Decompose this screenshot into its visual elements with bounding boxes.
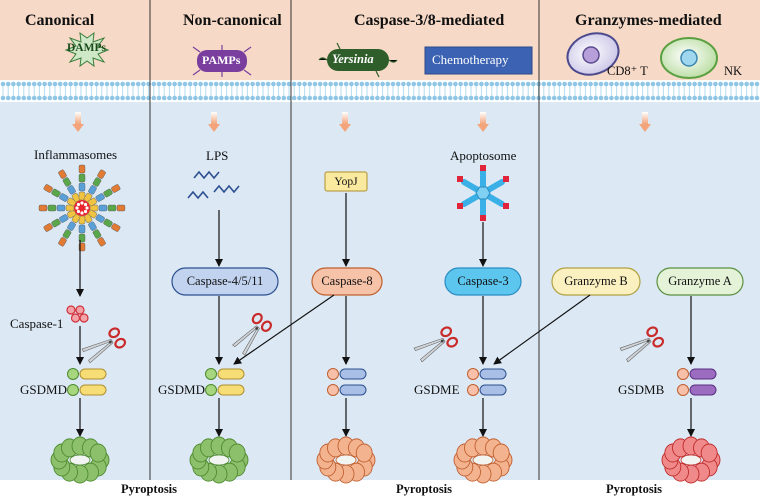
- pyroptotic-pore-icon: [189, 436, 249, 484]
- nk-label: NK: [724, 64, 743, 78]
- caspase-8-label: Caspase-8: [321, 274, 373, 288]
- pyroptosis-label-2: Pyroptosis: [396, 482, 453, 496]
- pyroptotic-pore-icon: [316, 436, 376, 484]
- pamps-shape-icon: [197, 50, 247, 72]
- gsdmd-label-noncanonical: GSDMD: [158, 382, 205, 397]
- granzyme-a-box: [656, 267, 744, 296]
- apoptosome-label: Apoptosome: [450, 148, 517, 163]
- header-canonical: Canonical: [25, 12, 95, 29]
- damps-label: DAMPs: [67, 42, 106, 54]
- entry-arrows: [72, 112, 651, 132]
- gasdermin-pair-icon: [205, 368, 245, 396]
- scissors-icon: [81, 327, 127, 364]
- chemotherapy-box: [424, 46, 533, 75]
- caspase-4511-box: [171, 267, 279, 296]
- scissors-icon: [413, 326, 459, 363]
- gasdermin-pair-icon: [67, 368, 107, 396]
- intracellular-region: [0, 102, 760, 500]
- pamps-label: PAMPs: [202, 53, 241, 67]
- gasdermin-pair-icon: [327, 368, 367, 396]
- pyroptosis-label-3: Pyroptosis: [606, 482, 663, 496]
- yopj-label: YopJ: [334, 175, 358, 188]
- gasdermin-pair-icon: [467, 368, 507, 396]
- lps-label: LPS: [206, 148, 229, 163]
- caspase-1-label: Caspase-1: [10, 316, 64, 331]
- chemotherapy-label: Chemotherapy: [432, 52, 509, 67]
- pathway-arrows: [76, 193, 695, 437]
- gsdme-label: GSDME: [414, 382, 460, 397]
- pyroptotic-pore-icon: [661, 436, 721, 484]
- granzyme-b-label: Granzyme B: [564, 274, 628, 288]
- pyroptosis-label-1: Pyroptosis: [121, 482, 178, 496]
- granzyme-a-label: Granzyme A: [668, 274, 732, 288]
- scissors-icon: [232, 312, 272, 356]
- header-granzymes: Granzymes-mediated: [575, 12, 722, 29]
- caspase-1-dots-icon: [66, 305, 89, 323]
- cell-membrane: [0, 80, 760, 102]
- pyroptotic-pore-icon: [50, 436, 110, 484]
- pyroptotic-pore-icon: [453, 436, 513, 484]
- header-caspase-3-8: Caspase-3/8-mediated: [354, 12, 505, 29]
- caspase-4511-label: Caspase-4/5/11: [186, 274, 264, 288]
- header-non-canonical: Non-canonical: [183, 12, 282, 29]
- yopj-box: [324, 171, 368, 192]
- caspase-8-box: [311, 267, 383, 296]
- caspase-3-box: [444, 267, 522, 296]
- pamps-flagella-icon: [192, 45, 252, 77]
- inflammasomes-label: Inflammasomes: [34, 147, 118, 162]
- inflammasome-complex-icon: [38, 164, 126, 252]
- cd8-t-label: CD8⁺ T: [607, 64, 648, 78]
- caspase-3-label: Caspase-3: [457, 274, 509, 288]
- damps-burst-icon: [64, 31, 110, 68]
- gsdmd-label-canonical: GSDMD: [20, 382, 67, 397]
- gasdermin-pair-icon: [677, 368, 717, 396]
- apoptosome-icon: [457, 165, 509, 221]
- gsdmb-label: GSDMB: [618, 382, 665, 397]
- yersinia-bacterium-icon: [327, 49, 389, 71]
- granzyme-b-box: [551, 267, 641, 296]
- lps-molecules-icon: [187, 170, 240, 200]
- scissors-icon: [619, 326, 665, 363]
- yersinia-label: Yersinia: [332, 52, 374, 66]
